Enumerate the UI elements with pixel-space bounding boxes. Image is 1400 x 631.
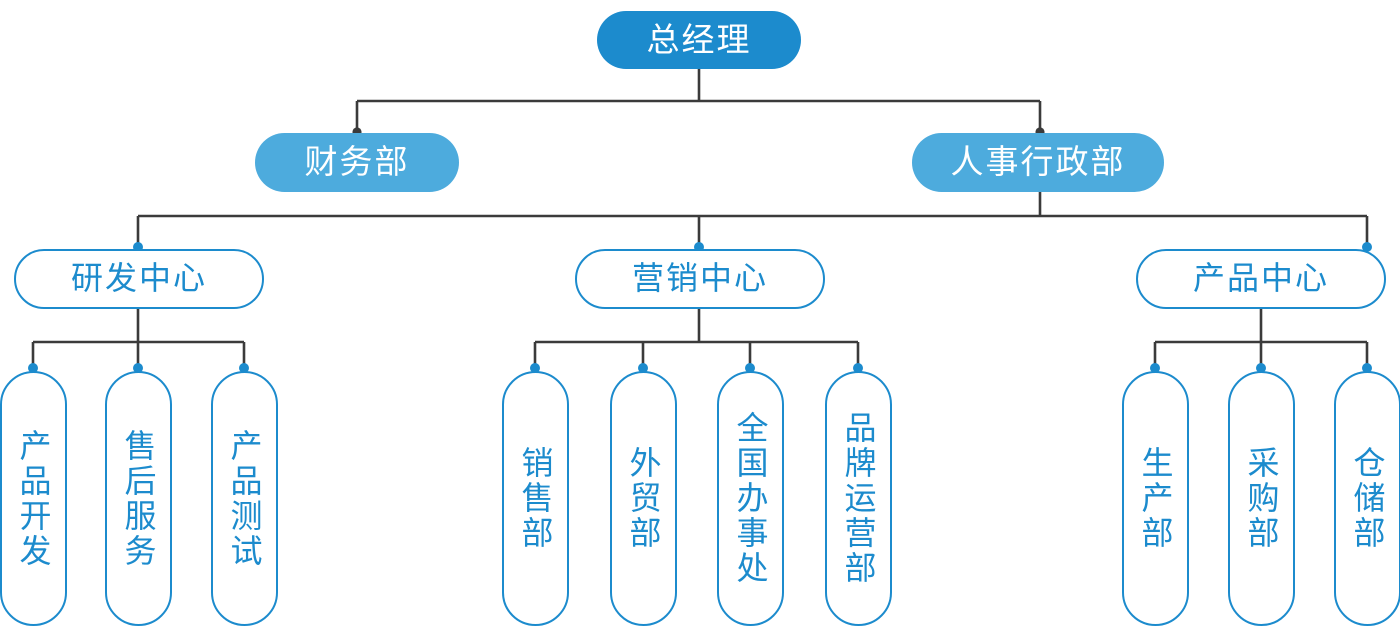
node-product-center[interactable]: 产品中心	[1136, 249, 1386, 309]
connector-level1-to-level2	[133, 192, 1372, 252]
node-label: 仓储部	[1349, 446, 1386, 551]
node-rd-center[interactable]: 研发中心	[14, 249, 264, 309]
node-label: 产品中心	[1192, 260, 1329, 297]
connector-rd-to-children	[28, 308, 249, 373]
node-label: 研发中心	[70, 260, 207, 297]
node-production-department[interactable]: 生产部	[1122, 371, 1189, 626]
node-label: 全国办事处	[732, 411, 769, 586]
node-product-development[interactable]: 产品开发	[0, 371, 67, 626]
node-product-testing[interactable]: 产品测试	[211, 371, 278, 626]
node-label: 采购部	[1243, 446, 1280, 551]
node-procurement-department[interactable]: 采购部	[1228, 371, 1295, 626]
connector-root-to-level1	[352, 69, 1045, 137]
node-label: 外贸部	[625, 446, 662, 551]
node-label: 生产部	[1137, 446, 1174, 551]
node-finance-department[interactable]: 财务部	[255, 133, 459, 192]
node-label: 总经理	[646, 20, 752, 58]
node-label: 营销中心	[631, 260, 768, 297]
node-label: 售后服务	[120, 428, 157, 569]
node-national-offices[interactable]: 全国办事处	[717, 371, 784, 626]
node-label: 产品测试	[226, 428, 263, 569]
node-label: 产品开发	[15, 428, 52, 569]
node-after-sales-service[interactable]: 售后服务	[105, 371, 172, 626]
node-label: 品牌运营部	[840, 411, 877, 586]
connector-product-to-children	[1150, 308, 1372, 373]
node-label: 销售部	[517, 446, 554, 551]
node-label: 财务部	[304, 143, 410, 181]
node-warehouse-department[interactable]: 仓储部	[1334, 371, 1400, 626]
node-general-manager[interactable]: 总经理	[597, 11, 801, 69]
node-marketing-center[interactable]: 营销中心	[575, 249, 825, 309]
connector-marketing-to-children	[530, 308, 863, 373]
node-foreign-trade-department[interactable]: 外贸部	[610, 371, 677, 626]
node-label: 人事行政部	[950, 143, 1126, 181]
node-hr-admin-department[interactable]: 人事行政部	[912, 133, 1164, 192]
node-sales-department[interactable]: 销售部	[502, 371, 569, 626]
node-brand-operations-department[interactable]: 品牌运营部	[825, 371, 892, 626]
